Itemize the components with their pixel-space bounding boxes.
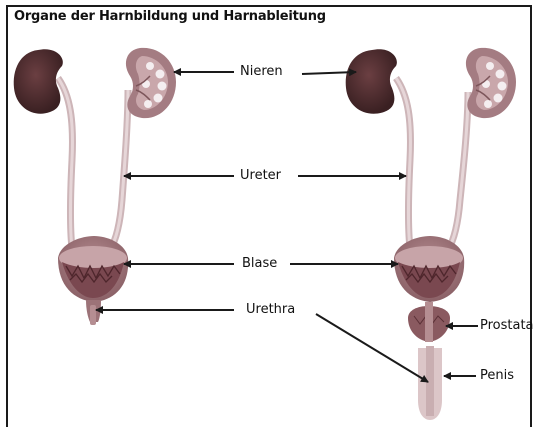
bladder-right	[394, 236, 464, 302]
label-prostata: Prostata	[480, 318, 534, 333]
kidney-section-right	[466, 48, 516, 118]
label-nieren: Nieren	[240, 64, 283, 79]
ureter-right-b	[448, 92, 468, 250]
label-ureter: Ureter	[240, 168, 281, 183]
prostate	[408, 302, 450, 342]
label-blase: Blase	[242, 256, 277, 271]
label-penis: Penis	[480, 368, 514, 383]
right-urinary-system	[346, 48, 516, 420]
left-urinary-system	[14, 48, 176, 325]
kidney-dark-left	[14, 49, 63, 114]
penis	[418, 346, 442, 420]
kidney-section-left	[126, 48, 176, 118]
kidney-dark-right	[346, 49, 397, 114]
bladder-left	[58, 236, 128, 325]
label-urethra: Urethra	[246, 302, 295, 317]
